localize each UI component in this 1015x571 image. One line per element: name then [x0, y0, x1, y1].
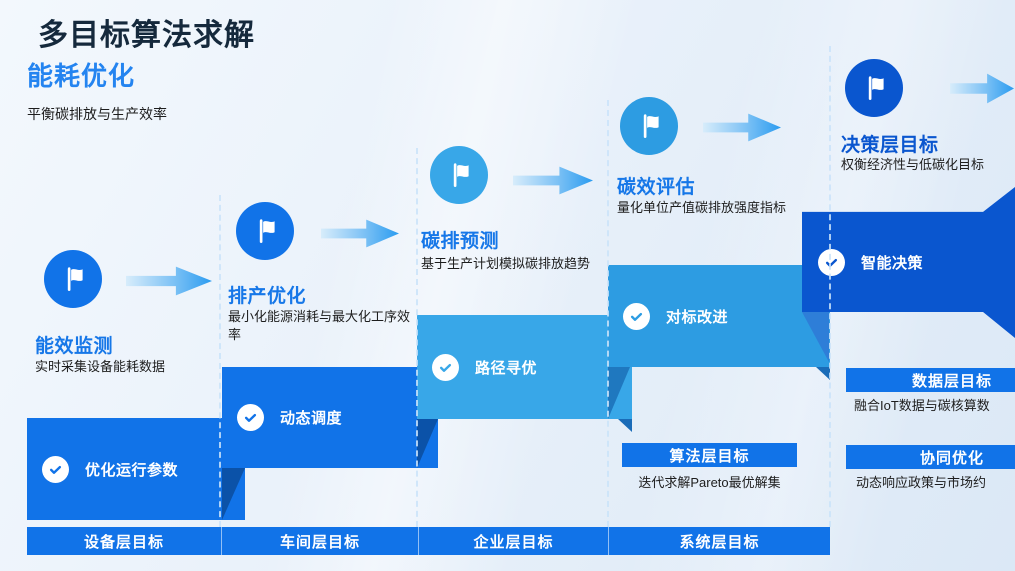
dashed-separator [607, 100, 609, 527]
flag-icon [620, 97, 678, 155]
column-title: 排产优化 [228, 286, 307, 307]
goal-desc-algorithm: 迭代求解Pareto最优解集 [638, 475, 781, 490]
arrow-right-icon [513, 166, 593, 195]
step-label: 智能决策 [861, 254, 924, 272]
column-title: 决策层目标 [841, 135, 939, 156]
section-tagline: 平衡碳排放与生产效率 [27, 106, 167, 122]
goal-desc-collab: 动态响应政策与市场约 [856, 475, 987, 490]
step-box-arrow: 智能决策 [802, 187, 1015, 338]
arrow-right-icon [703, 113, 781, 142]
step-box: 路径寻优 [417, 315, 632, 419]
check-icon [432, 353, 459, 381]
fold-shadow [618, 419, 632, 432]
layer-label-workshop: 车间层目标 [221, 527, 418, 555]
step-label: 路径寻优 [475, 359, 538, 377]
goal-desc-data: 融合IoT数据与碳核算数 [854, 398, 990, 413]
fold-shadow [816, 367, 830, 380]
step-box: 动态调度 [222, 367, 438, 468]
column-title: 能效监测 [35, 336, 114, 357]
dashed-separator [829, 46, 831, 527]
column-title: 碳排预测 [421, 231, 500, 252]
goal-badge-collab: 协同优化 [846, 445, 1015, 469]
page-title: 多目标算法求解 [38, 19, 255, 52]
check-icon [818, 248, 845, 276]
step-label: 优化运行参数 [85, 461, 179, 479]
arrow-right-icon [126, 266, 212, 296]
flag-icon [845, 59, 903, 117]
column-desc: 量化单位产值碳排放强度指标 [617, 200, 787, 215]
dashed-separator [416, 148, 418, 527]
arrow-right-icon [950, 73, 1014, 104]
check-icon [42, 455, 69, 483]
arrow-right-icon [321, 219, 399, 248]
check-icon [623, 302, 650, 330]
dashed-separator [219, 195, 221, 527]
flag-icon [430, 146, 488, 204]
step-box: 优化运行参数 [27, 418, 245, 520]
step-label: 动态调度 [280, 410, 343, 427]
goal-badge-data: 数据层目标 [846, 368, 1015, 392]
layer-bar: 设备层目标 车间层目标 企业层目标 系统层目标 [27, 527, 830, 555]
layer-label-device: 设备层目标 [83, 533, 164, 551]
layer-label-enterprise: 企业层目标 [418, 527, 608, 555]
flag-icon [44, 250, 102, 308]
goal-badge-algorithm: 算法层目标 [622, 443, 797, 467]
check-icon [237, 404, 264, 431]
column-desc: 权衡经济性与低碳化目标 [841, 157, 985, 172]
layer-label-system: 系统层目标 [608, 527, 830, 555]
flag-icon [236, 202, 294, 260]
step-label: 对标改进 [666, 308, 729, 326]
column-desc: 最小化能源消耗与最大化工序效率 [228, 309, 411, 342]
column-title: 碳效评估 [617, 177, 696, 198]
column-desc: 基于生产计划模拟碳排放趋势 [421, 256, 591, 271]
column-desc: 实时采集设备能耗数据 [35, 359, 166, 374]
step-box: 对标改进 [608, 265, 830, 367]
section-title: 能耗优化 [27, 61, 136, 91]
